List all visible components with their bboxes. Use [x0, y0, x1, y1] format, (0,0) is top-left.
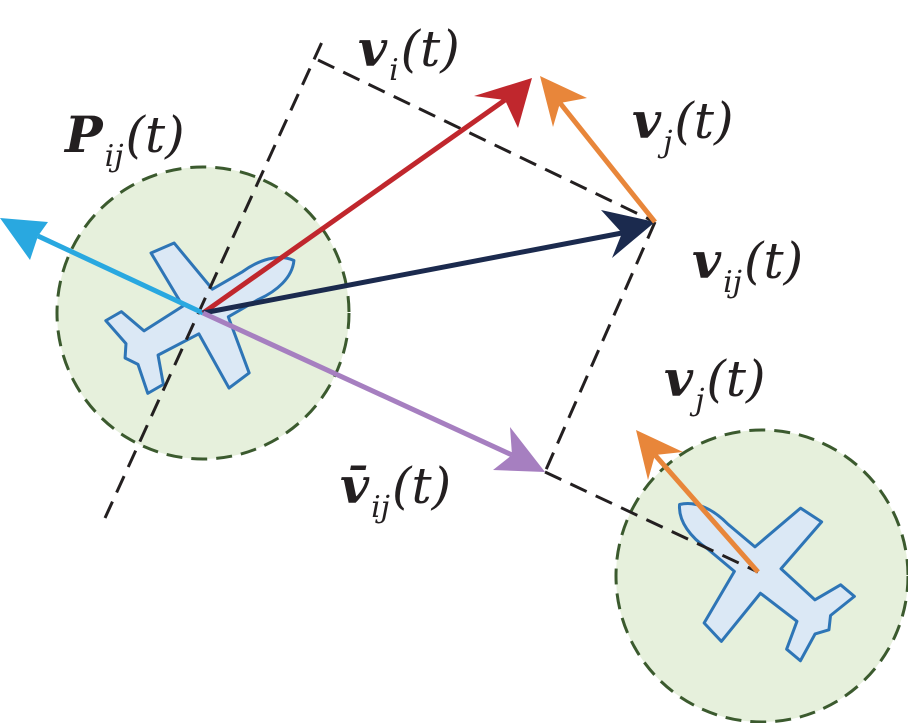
separation-normal-line	[103, 41, 324, 519]
arrow-v-ij	[202, 210, 655, 316]
label-p-ij: Pij(t)	[63, 105, 185, 174]
aircraft-j-icon	[678, 502, 856, 663]
label-v-ij: vij(t)	[692, 231, 803, 300]
arrow-v-bar-ij	[201, 310, 545, 472]
arrow-v-j-top	[540, 76, 657, 224]
arrow-v-i	[201, 78, 532, 316]
label-v-bar-ij: v̄ij(t)	[340, 456, 451, 525]
label-v-i: vi(t)	[358, 19, 460, 88]
arrow-p-ij	[0, 218, 205, 316]
label-v-j-aircraft: vj(t)	[664, 349, 765, 418]
projection-guide-lines	[103, 41, 759, 574]
guide-line-right	[543, 221, 657, 473]
label-v-j-top: vj(t)	[632, 91, 733, 160]
guide-line-top	[317, 58, 656, 224]
guide-line-bottom	[544, 470, 759, 574]
arrow-v-j-aircraft	[636, 430, 760, 574]
